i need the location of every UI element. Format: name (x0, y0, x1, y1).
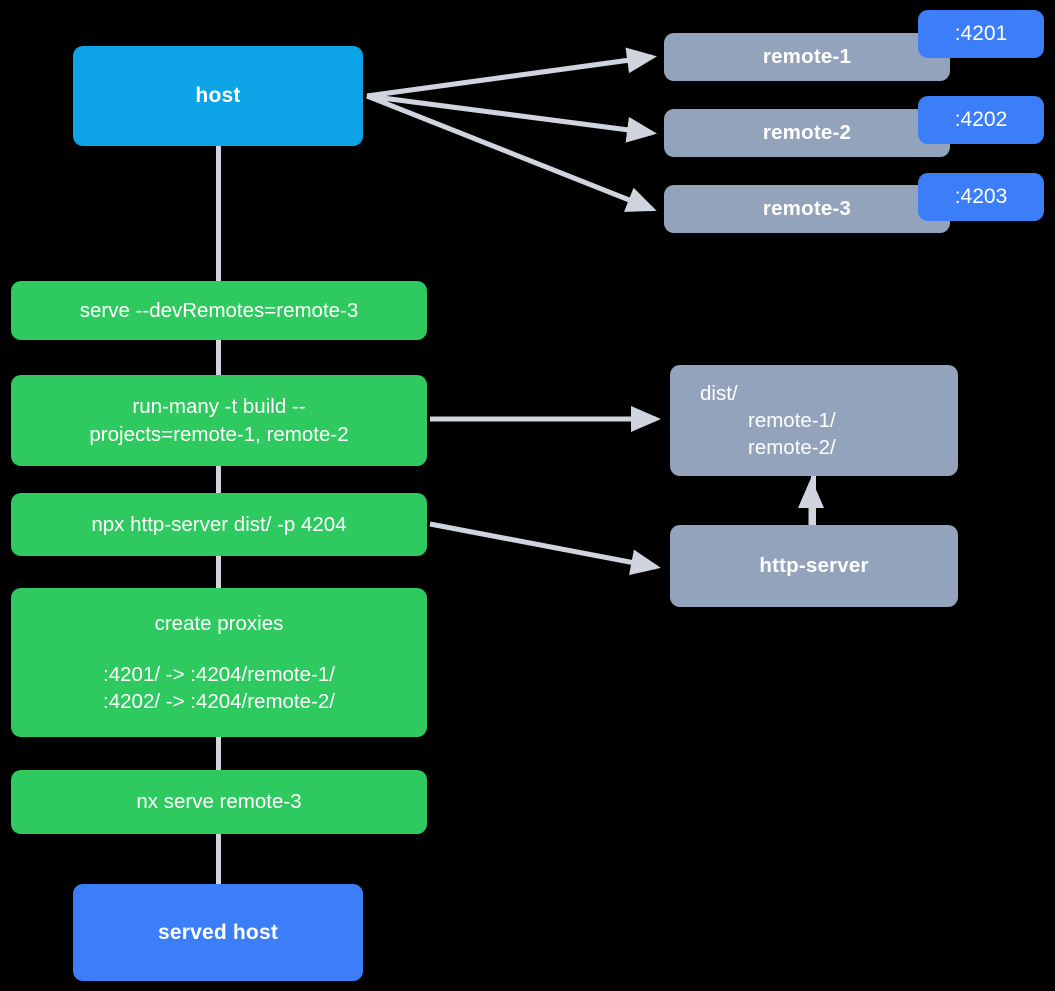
spine-httpserver-to-dist (811, 472, 816, 529)
node-host-label: host (195, 84, 241, 108)
badge-remote-2-port-label: :4202 (954, 108, 1008, 132)
node-host[interactable]: host (73, 46, 363, 146)
spine-serve-to-runmany (216, 336, 221, 380)
edge-host-to-remote-3 (366, 93, 657, 212)
command-create-proxies-line-1: :4201/ -> :4204/remote-1/ (103, 662, 335, 686)
node-http-server[interactable]: http-server (670, 525, 958, 607)
node-served-host-label: served host (157, 920, 279, 944)
edge-npx-to-http-server (429, 521, 661, 576)
spine-nxserve-to-servedhost (216, 830, 221, 888)
node-remote-2-label: remote-2 (762, 121, 852, 145)
badge-remote-1-port-label: :4201 (954, 22, 1008, 46)
badge-remote-2-port: :4202 (918, 96, 1044, 144)
node-command-run-many[interactable]: run-many -t build -- projects=remote-1, … (11, 375, 427, 466)
node-command-nx-serve[interactable]: nx serve remote-3 (11, 770, 427, 834)
node-remote-2[interactable]: remote-2 (664, 109, 950, 157)
spine-runmany-to-npx (216, 462, 221, 498)
command-run-many-line-1: run-many -t build -- (132, 395, 306, 419)
command-serve-line-1: serve --devRemotes=remote-3 (79, 298, 359, 322)
command-run-many-line-2: projects=remote-1, remote-2 (89, 422, 349, 446)
dist-child-remote-2: remote-2/ (748, 436, 836, 460)
node-command-serve[interactable]: serve --devRemotes=remote-3 (11, 281, 427, 340)
node-command-npx-http-server[interactable]: npx http-server dist/ -p 4204 (11, 493, 427, 556)
spine-proxies-to-nxserve (216, 733, 221, 775)
edge-host-to-remote-2 (366, 93, 657, 143)
node-remote-1[interactable]: remote-1 (664, 33, 950, 81)
node-remote-1-label: remote-1 (762, 45, 852, 69)
spine-npx-to-proxies (216, 552, 221, 592)
node-dist-folder[interactable]: dist/ remote-1/ remote-2/ (670, 365, 958, 476)
badge-remote-3-port-label: :4203 (954, 185, 1008, 209)
dist-child-remote-1: remote-1/ (748, 408, 836, 432)
command-create-proxies-line-2: :4202/ -> :4204/remote-2/ (103, 690, 335, 714)
node-remote-3[interactable]: remote-3 (664, 185, 950, 233)
badge-remote-1-port: :4201 (918, 10, 1044, 58)
command-nx-serve-line-1: nx serve remote-3 (136, 790, 302, 814)
command-create-proxies-title: create proxies (154, 611, 284, 635)
dist-root-label: dist/ (700, 381, 738, 405)
node-served-host[interactable]: served host (73, 884, 363, 981)
badge-remote-3-port: :4203 (918, 173, 1044, 221)
edge-host-to-remote-1 (366, 47, 657, 99)
node-http-server-label: http-server (759, 554, 869, 578)
node-command-create-proxies[interactable]: create proxies :4201/ -> :4204/remote-1/… (11, 588, 427, 737)
node-remote-3-label: remote-3 (762, 197, 852, 221)
spine-host-to-serve (216, 145, 221, 285)
command-npx-http-server-line-1: npx http-server dist/ -p 4204 (91, 512, 347, 536)
